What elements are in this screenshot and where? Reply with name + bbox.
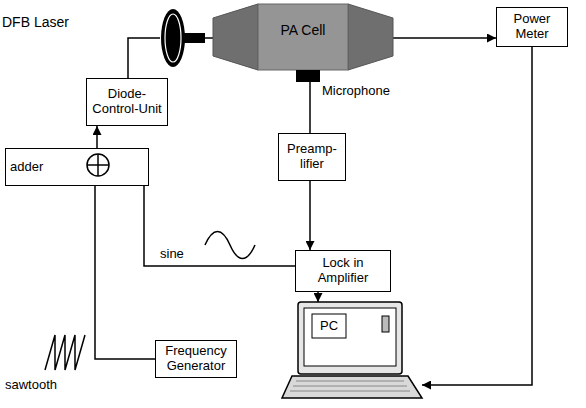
signal-line: [309, 181, 311, 250]
microphone: [296, 70, 320, 82]
node-text: DFB Laser: [2, 14, 69, 30]
generator-box: Frequency Generator: [155, 340, 237, 378]
keyboard-row: [293, 386, 407, 387]
control-box: Diode- Control-Unit: [86, 78, 168, 126]
window-frame: [312, 314, 346, 338]
laser-rim: [165, 14, 181, 62]
pa-cell: PA Cell: [213, 4, 393, 82]
cell-window: [213, 4, 258, 70]
laser-dish: [161, 9, 185, 67]
laptop-node: PC: [282, 302, 422, 402]
instrument-box: Power Meter: [496, 7, 568, 47]
cell-body: [258, 4, 348, 70]
screen-icon: [382, 316, 389, 332]
keyboard-row: [290, 391, 410, 392]
amplifier-box: Preamp- lifier: [278, 133, 346, 181]
summing-circle: [87, 154, 109, 176]
signal-line: [205, 37, 213, 39]
laptop-icon: [282, 302, 422, 402]
laptop-base: [282, 376, 422, 398]
node-text: PC: [312, 314, 346, 338]
sawtooth-symbol: [45, 335, 85, 370]
node-text: Diode- Control-Unit: [90, 87, 164, 117]
signal-line: [128, 38, 160, 78]
laser-node: DFB Laser: [160, 8, 205, 68]
plus-stroke: [97, 154, 99, 176]
laptop-screen: [298, 302, 402, 374]
signal-line: [95, 186, 155, 359]
signal-label: sine: [158, 247, 186, 262]
node-text: adder: [10, 160, 43, 175]
signal-label: sawtooth: [5, 378, 57, 393]
amplifier-box: Lock in Amplifier: [295, 250, 391, 292]
cell-window: [348, 4, 393, 70]
signal-line: [144, 186, 295, 266]
keyboard-row: [296, 381, 404, 382]
sine-wave-symbol: [205, 232, 255, 259]
signal-line: [317, 292, 319, 302]
node-text: Preamp- lifier: [282, 142, 342, 172]
laser-icon: [160, 8, 205, 68]
screen-area: [304, 308, 396, 366]
node-text: Power Meter: [500, 12, 564, 42]
signal-line: [422, 47, 532, 385]
signal-line: [393, 37, 496, 39]
adder-box: adder: [5, 148, 149, 186]
node-text: Lock in Amplifier: [299, 256, 387, 286]
node-text: PA Cell: [281, 22, 326, 38]
signal-line: [96, 126, 98, 148]
signal-line: [309, 82, 311, 133]
part-label: Microphone: [322, 84, 390, 99]
pa-cell-shape: [213, 4, 393, 82]
node-text: Frequency Generator: [159, 344, 233, 374]
